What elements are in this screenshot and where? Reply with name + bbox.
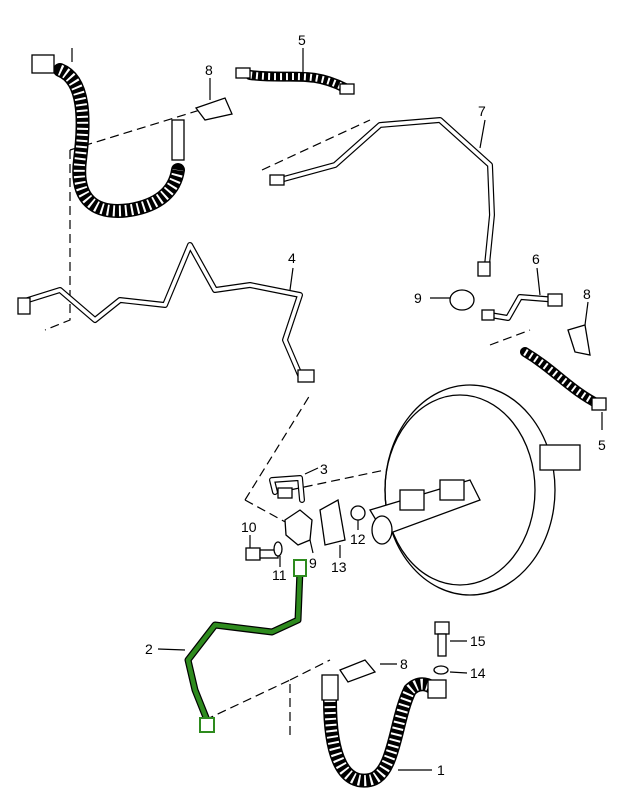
nut-12 xyxy=(350,505,366,521)
clip-8-top xyxy=(194,97,233,121)
callout-5-top: 5 xyxy=(298,32,306,48)
callout-11: 11 xyxy=(272,567,287,583)
washer-14 xyxy=(433,665,449,675)
brake-line-6 xyxy=(481,293,563,321)
callout-3: 3 xyxy=(320,461,328,477)
callout-2: 2 xyxy=(145,641,153,657)
callout-8-top: 8 xyxy=(205,62,213,78)
master-cylinder xyxy=(369,479,481,545)
hose-front-left xyxy=(31,48,185,218)
distributor-9-left xyxy=(284,509,313,546)
hose-1 xyxy=(321,674,447,788)
callout-6: 6 xyxy=(532,251,540,267)
callout-12: 12 xyxy=(350,531,366,547)
washer-11 xyxy=(273,541,283,557)
callout-7: 7 xyxy=(478,103,486,119)
hose-5-top xyxy=(235,67,355,95)
distributor-9-right xyxy=(449,289,475,311)
callout-15: 15 xyxy=(470,633,486,649)
brake-line-3 xyxy=(269,475,305,503)
brake-line-4 xyxy=(17,242,315,383)
callout-10: 10 xyxy=(241,519,257,535)
bolt-10 xyxy=(245,547,279,561)
callout-13: 13 xyxy=(331,559,347,575)
hose-5-right xyxy=(520,347,607,411)
callout-14: 14 xyxy=(470,665,486,681)
bracket-13 xyxy=(319,498,346,546)
callout-4: 4 xyxy=(288,250,296,266)
bolt-15 xyxy=(434,621,450,657)
leader-lines xyxy=(157,48,603,771)
callout-8-right: 8 xyxy=(583,286,591,302)
callout-8-bottom: 8 xyxy=(400,656,408,672)
brake-line-7 xyxy=(269,117,495,277)
callout-5-right: 5 xyxy=(598,437,606,453)
clip-8-bottom xyxy=(339,659,377,683)
callout-1: 1 xyxy=(437,762,445,778)
clip-8-right xyxy=(567,324,591,356)
callout-9-left: 9 xyxy=(309,555,317,571)
callout-9-right: 9 xyxy=(414,290,422,306)
brake-line-2 xyxy=(184,559,307,733)
